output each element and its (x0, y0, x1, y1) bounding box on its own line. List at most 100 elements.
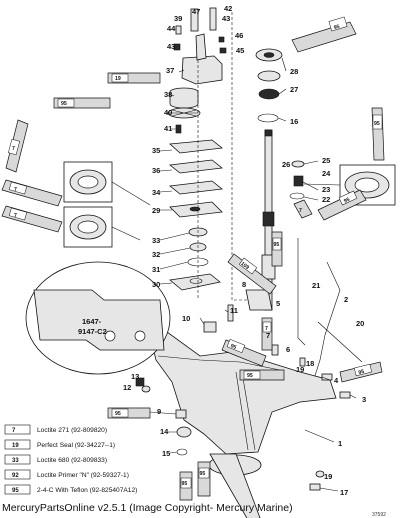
callout-43a: 43 (222, 14, 230, 23)
callout-42: 42 (224, 4, 232, 13)
callout-31: 31 (152, 265, 160, 274)
nut-46[interactable] (218, 36, 225, 43)
tube-badge: 95 (229, 343, 237, 351)
driveshaft-collar (262, 211, 275, 227)
tube-badge: 95 (333, 24, 340, 31)
gasket-30[interactable] (169, 273, 221, 291)
callout-26: 26 (282, 160, 290, 169)
callout-47: 47 (192, 7, 200, 16)
legend-text: Loctite Primer "N" (92-59327-1) (37, 472, 129, 479)
tube-center-95a: 95 (271, 231, 283, 267)
callout-15: 15 (162, 449, 170, 458)
o-ring-22[interactable] (289, 192, 305, 200)
part-18[interactable] (299, 357, 306, 367)
part-12[interactable] (141, 385, 151, 393)
legend-text: 2-4-C With Teflon (92-825407A12) (37, 487, 137, 494)
tube-center-7: 7 (261, 317, 273, 351)
part-19-bottom[interactable] (315, 470, 325, 478)
callout-27: 27 (290, 85, 298, 94)
washer-44[interactable] (175, 25, 182, 35)
tube-badge: 95 (247, 373, 253, 379)
nut-43[interactable] (173, 43, 181, 51)
callout-14: 14 (160, 427, 169, 436)
detail-box-right (339, 164, 396, 206)
figure-number: 37592 (372, 512, 386, 518)
tube-top-right: 95 (291, 16, 357, 53)
legend-row: 95 2-4-C With Teflon (92-825407A12) (4, 484, 137, 495)
detail-box-left-top (63, 161, 113, 203)
tube-badge: 95 (274, 242, 280, 248)
tube-center-95b: 95 (221, 338, 267, 367)
callout-33: 33 (152, 236, 160, 245)
pump-housing[interactable] (181, 55, 223, 85)
tube-badge: 95 (358, 369, 365, 376)
callout-46: 46 (235, 31, 243, 40)
bearing-sleeve-25[interactable] (291, 160, 305, 168)
legend-text: Perfect Seal (92-34227--1) (37, 442, 115, 449)
callout-21: 21 (312, 281, 320, 290)
callout-23: 23 (322, 185, 330, 194)
leader-lines (149, 57, 357, 492)
callout-40: 40 (164, 108, 172, 117)
impeller-key[interactable] (175, 124, 182, 134)
water-tube-coupling[interactable] (195, 33, 207, 61)
part-13[interactable] (135, 377, 145, 387)
gearcase-water-tube (235, 371, 256, 451)
callout-35: 35 (152, 146, 160, 155)
detail-hole-b (134, 330, 146, 342)
legend-row: 7 Loctite 271 (92-809820) (4, 424, 107, 435)
callout-5: 5 (276, 299, 280, 308)
callout-38: 38 (164, 90, 172, 99)
bearing-carrier-hole (263, 52, 275, 58)
tube-badge: 95 (61, 101, 67, 107)
gasket-lower[interactable] (169, 180, 223, 195)
callout-16: 16 (290, 117, 298, 126)
bolt-11[interactable] (227, 304, 234, 322)
callout-7: 7 (266, 331, 270, 340)
callout-25: 25 (322, 156, 330, 165)
part-10[interactable] (203, 321, 217, 333)
bearing-27b[interactable] (258, 88, 280, 100)
part-15[interactable] (176, 448, 188, 456)
callout-1: 1 (338, 439, 342, 448)
part-9[interactable] (175, 409, 187, 419)
trim-tab-rod-20[interactable] (317, 321, 363, 363)
legend-code: 95 (12, 488, 19, 494)
callout-22: 22 (322, 195, 330, 204)
tube-badge: 95 (374, 121, 380, 127)
tube-badge: 95 (115, 411, 121, 417)
callout-32: 32 (152, 250, 160, 259)
tube-left-19: 19 (107, 72, 161, 84)
legend-text: Loctite 271 (92-809820) (37, 427, 107, 434)
shift-linkage-2[interactable] (311, 261, 341, 386)
tube-badge: 7 (265, 326, 268, 332)
callout-29: 29 (152, 206, 160, 215)
bracket-8[interactable] (245, 289, 273, 311)
part-3[interactable] (339, 391, 351, 399)
bearing-23[interactable] (293, 175, 304, 187)
copyright-caption: MercuryPartsOnline v2.5.1 (Image Copyrig… (2, 502, 293, 514)
gasket-upper[interactable] (169, 159, 223, 174)
screw-42[interactable] (209, 7, 217, 31)
bearing-race-27a[interactable] (257, 70, 281, 82)
shift-shaft-21[interactable] (297, 238, 306, 346)
detail-hole-a (104, 330, 116, 342)
shim-16[interactable] (257, 113, 279, 123)
driveshaft-spline (264, 129, 273, 137)
nut-45[interactable] (219, 47, 227, 54)
tube-lower-mid: 95 (239, 369, 285, 381)
detail-box-left-bottom (63, 206, 113, 248)
face-plate[interactable] (169, 139, 223, 154)
tube-bottom-95b: 95 (197, 461, 211, 497)
tube-lower-right: 95 (339, 361, 383, 383)
legend-row: 19 Perfect Seal (92-34227--1) (4, 439, 115, 450)
sealant-legend: 7 Loctite 271 (92-809820) 19 Perfect Sea… (4, 424, 137, 495)
stud-47[interactable] (190, 8, 199, 32)
pump-insert[interactable] (169, 92, 199, 109)
pinion-gear-14[interactable] (176, 426, 192, 438)
part-6[interactable] (271, 344, 279, 356)
callout-labels: 47 42 39 43 44 46 43 45 37 38 40 41 35 3… (123, 4, 366, 497)
part-17[interactable] (309, 483, 321, 491)
gearcase-seam (157, 355, 281, 371)
